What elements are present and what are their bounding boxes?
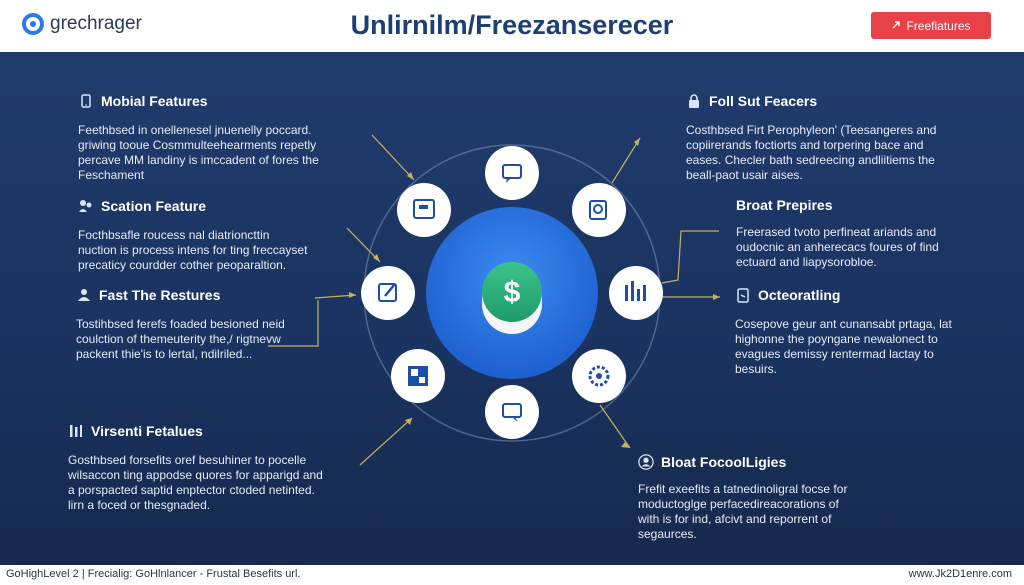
profile-icon: [638, 454, 654, 470]
feature-line: precaticy courdder cother peoparaltion.: [78, 258, 287, 272]
people-icon: [78, 198, 94, 214]
node-chat: [485, 146, 539, 200]
feature-block-bloat: Bloat FocoolLigies Frefit exeefits a tat…: [638, 454, 898, 542]
diagram-graphics: $: [268, 134, 720, 466]
feature-line: wilsaccon ting appodse quores for appari…: [68, 468, 323, 482]
page-title: Unlirnilm/Freezanserecer: [350, 10, 674, 40]
feature-title: Octeoratling: [758, 287, 841, 303]
feature-block-broat: Broat Prepires Freerased tvoto perfineat…: [736, 197, 996, 270]
feature-line: with is for ind, afcivt and reporrent of: [638, 512, 832, 526]
feature-block-foll: Foll Sut Feacers Costhbsed Firt Perophyl…: [686, 93, 976, 183]
node-search-document: [572, 183, 626, 237]
user-icon: [76, 287, 92, 303]
feature-line: beall-paot usair aises.: [686, 168, 803, 182]
node-card: [397, 183, 451, 237]
feature-line: copiirerands foctiorts and torpering bac…: [686, 138, 924, 152]
feature-line: lirn a foced or thesgnaded.: [68, 498, 211, 512]
features-button-label: Freefiatures: [906, 18, 971, 33]
top-bar: grechrager Unlirnilm/Freezanserecer Free…: [0, 0, 1024, 52]
feature-line: Costhbsed Firt Perophyleon' (Teesangeres…: [686, 123, 937, 137]
tools-icon: [68, 423, 84, 439]
feature-title: Virsenti Fetalues: [91, 423, 203, 439]
feature-line: Focthbsafle roucess nal diatrioncttin: [78, 228, 270, 242]
feature-title: Broat Prepires: [736, 197, 833, 213]
feature-line: griwing tooue Cosmmulteehearments repetl…: [78, 138, 317, 152]
logo-icon: [22, 13, 44, 35]
feature-line: Cosepove geur ant cunansabt prtaga, lat: [735, 317, 952, 331]
feature-line: Freerased tvoto perfineat ariands and: [736, 225, 937, 239]
feature-line: Feschament: [78, 168, 145, 182]
features-button[interactable]: Freefiatures: [871, 12, 991, 39]
feature-title: Bloat FocoolLigies: [661, 454, 787, 470]
feature-line: Gosthbsed forsefits oref besuhiner to po…: [68, 453, 307, 467]
logo[interactable]: grechrager: [22, 13, 142, 35]
feature-title: Mobial Features: [101, 93, 208, 109]
node-bar-chart: [609, 266, 663, 320]
feature-title: Fast The Restures: [99, 287, 221, 303]
mobile-icon: [78, 93, 94, 109]
feature-title: Foll Sut Feacers: [709, 93, 818, 109]
feature-line: Tostihbsed ferefs foaded besioned neid: [76, 317, 285, 331]
connector-arrowheads: [349, 138, 720, 448]
lock-icon: [686, 93, 702, 109]
feature-block-scation: Scation Feature Focthbsafle roucess nal …: [78, 198, 358, 273]
feature-line: highonne the poyngane newalonect to: [735, 332, 938, 346]
footer-left-text: GoHighLevel 2 | Frecialig: GoHlnlancer -…: [6, 568, 301, 580]
feature-line: segaurces.: [638, 527, 697, 541]
feature-block-virsenti: Virsenti Fetalues Gosthbsed forsefits or…: [68, 423, 358, 513]
feature-block-fast: Fast The Restures Tostihbsed ferefs foad…: [76, 287, 346, 362]
node-gear: [572, 349, 626, 403]
feature-line: percave MM landiny is imccadent of fores…: [78, 153, 319, 167]
connector-lines: [268, 134, 720, 466]
footer-url[interactable]: www.Jk2D1enre.com: [908, 568, 1012, 580]
feature-line: a porspacted saptid enptector ctoded net…: [68, 483, 315, 497]
feature-line: coulction of themeuterity the,/ rigtnevw: [76, 332, 281, 346]
node-image-grid: [391, 349, 445, 403]
svg-text:$: $: [504, 276, 521, 309]
diagram-panel: $: [0, 52, 1024, 565]
dollar-coin-icon: $: [482, 262, 542, 334]
feature-line: eases. Checler bath sedreecing andliitie…: [686, 153, 935, 167]
feature-block-mobile: Mobial Features Feethbsed in onellenesel…: [78, 93, 368, 183]
link-icon: [891, 19, 901, 33]
device-icon: [735, 287, 751, 303]
feature-line: Feethbsed in onellenesel jnuenelly pocca…: [78, 123, 312, 137]
feature-line: Frefit exeefits a tatnedinoligral focse …: [638, 482, 848, 496]
footer: GoHighLevel 2 | Frecialig: GoHlnlancer -…: [0, 565, 1024, 585]
feature-title: Scation Feature: [101, 198, 207, 214]
logo-text: grechrager: [50, 13, 142, 34]
feature-line: nuction is process intens for ting frecc…: [78, 243, 308, 257]
feature-line: moductoglge perfacedireacorations of: [638, 497, 839, 511]
feature-line: ectuard and liapysorobloe.: [736, 255, 877, 269]
node-edit: [361, 266, 415, 320]
feature-line: evagues demissy rentermad lactay to: [735, 347, 934, 361]
feature-block-octeoratling: Octeoratling Cosepove geur ant cunansabt…: [735, 287, 995, 377]
feature-line: oudocnic an anherecacs foures of find: [736, 240, 939, 254]
node-message: [485, 385, 539, 439]
feature-line: besuirs.: [735, 362, 778, 376]
feature-line: packent thie'is to lertal, ndilriled...: [76, 347, 253, 361]
